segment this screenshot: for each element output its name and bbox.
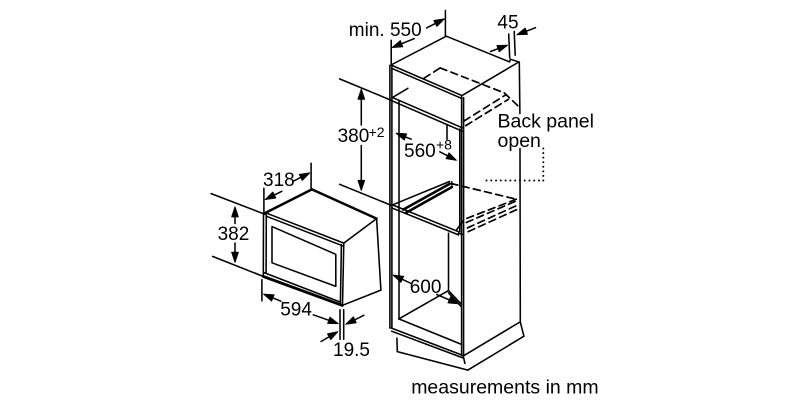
svg-text:560: 560: [404, 141, 436, 162]
svg-text:382: 382: [218, 224, 250, 245]
svg-text:318: 318: [263, 170, 295, 191]
svg-text:open: open: [498, 130, 541, 152]
svg-text:+2: +2: [369, 124, 385, 140]
svg-text:594: 594: [280, 299, 312, 320]
svg-text:600: 600: [410, 277, 442, 298]
svg-text:19.5: 19.5: [333, 340, 370, 361]
svg-text:45: 45: [497, 13, 518, 34]
svg-text:min. 550: min. 550: [349, 20, 422, 41]
svg-text:380: 380: [338, 126, 370, 147]
svg-text:Back panel: Back panel: [498, 111, 594, 133]
svg-text:+8: +8: [436, 137, 452, 153]
svg-text:measurements in mm: measurements in mm: [411, 377, 598, 399]
